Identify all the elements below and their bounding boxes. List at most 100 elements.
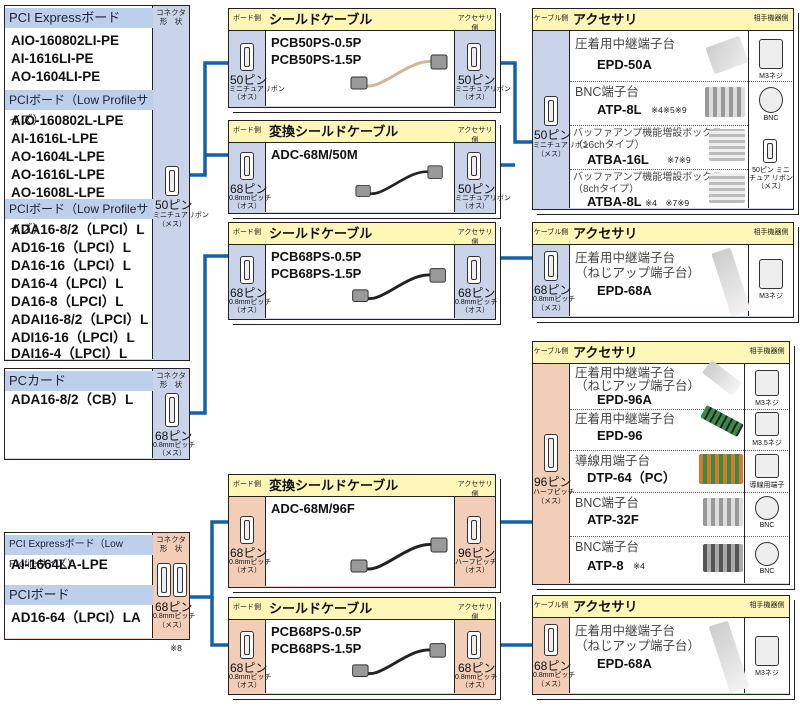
- accessory-header: [533, 223, 793, 245]
- pin-gender: （メス）: [158, 450, 186, 457]
- accessory-model: EPD-96: [597, 428, 643, 443]
- accessory-type: 圧着用中継端子台: [575, 251, 676, 265]
- pin-gender: （メス）: [537, 681, 565, 688]
- acc-side-label: アクセサリ側: [457, 127, 493, 144]
- m3-screw-icon: [759, 259, 783, 289]
- accessory-model: ATP-8: [587, 558, 624, 573]
- accessory-title: アクセサリ: [573, 226, 638, 241]
- divider: [570, 81, 792, 82]
- cable-model: ADC-68M/50M: [271, 147, 358, 162]
- board-group-pccard: PCカード コネクタ形 状 ADA16-8/2（CB）L 68ピン 0.8mmピ…: [4, 368, 195, 460]
- section-pci-lp: PCIボード（Low Profileサイズ）: [5, 90, 153, 127]
- connector-icon: [240, 43, 254, 71]
- board-item: AO-1608L-LPE: [11, 185, 105, 200]
- board-item: DA16-8（LPCI）L: [11, 294, 124, 309]
- acc-side-label: アクセサリ側: [457, 229, 493, 246]
- board-item: AIO-160802L-LPE: [11, 113, 124, 128]
- pin-type: ミニチュアリボン: [153, 212, 209, 219]
- section-pcie-lp: PCI Expressボード（Low Profileサイズ）: [5, 535, 153, 570]
- cable-side-label: ケーブル側: [533, 348, 569, 355]
- accessory-type: BNC端子台: [575, 540, 639, 554]
- mate-side-label: 相手機器側: [753, 229, 789, 236]
- accessory-note: ※7※9: [667, 155, 691, 165]
- cable-side-label: ケーブル側: [533, 15, 569, 22]
- cable-title: シールドケーブル: [269, 226, 373, 241]
- connector-icon: [763, 139, 777, 163]
- pin-type: ミニチュアリボン: [455, 86, 511, 93]
- bnc-icon: [755, 542, 779, 566]
- cable-group: ボード側 シールドケーブル アクセサリ側 68ピン 0.8mmピッチ （オス） …: [228, 222, 498, 320]
- cable-header: [229, 9, 495, 31]
- section-pci: PCIボード: [5, 585, 153, 605]
- acc-side-label: アクセサリ側: [457, 481, 493, 498]
- accessory-note: ※4 ※7※9: [645, 198, 690, 208]
- board-item: AI-1616LI-PE: [11, 51, 94, 66]
- pin-type: 0.8mmピッチ: [533, 296, 576, 303]
- wire-terminal-icon: [755, 454, 779, 478]
- bnc-block-image: [705, 87, 745, 117]
- board-item: ADA16-8/2（CB）L: [11, 392, 134, 407]
- pin-count: 68ピン: [458, 661, 496, 675]
- acc-side-label: アクセサリ側: [457, 15, 493, 32]
- pin-type: ミニチュアリボン: [455, 195, 511, 202]
- cable-model: PCB68PS-0.5P: [271, 249, 362, 264]
- pin-type: 0.8mmピッチ: [455, 299, 498, 306]
- pin-count: 68ピン: [458, 286, 496, 300]
- board-item: AD16-16（LPCI）L: [11, 240, 132, 255]
- pin-gender: （メス）: [537, 151, 565, 158]
- pin-count: 68ピン: [155, 600, 193, 614]
- pin-type: 0.8mmピッチ: [229, 559, 272, 566]
- pin-count: 96ピン: [458, 546, 496, 560]
- board-item: DA16-4（LPCI）L: [11, 276, 124, 291]
- pin-count: 68ピン: [534, 283, 572, 297]
- divider: [570, 536, 788, 537]
- pin-type: 0.8mmピッチ: [455, 674, 498, 681]
- bnc-block-image: [703, 498, 743, 526]
- board-item: DA16-16（LPCI）L: [11, 258, 132, 273]
- accessory-type: BNC端子台: [575, 85, 639, 99]
- cable-header: [229, 121, 495, 143]
- accessory-type: 圧着用中継端子台: [575, 37, 676, 51]
- board-side-label: ボード側: [233, 15, 261, 22]
- pin-gender: （オス）: [233, 203, 261, 210]
- board-item: AI-1616L-LPE: [11, 131, 99, 146]
- divider: [570, 409, 788, 410]
- accessory-model: EPD-96A: [597, 392, 652, 407]
- accessory-header: [533, 9, 793, 31]
- pin-gender: （オス）: [233, 567, 261, 574]
- pin-type: 0.8mmピッチ: [229, 674, 272, 681]
- mate-label: M3ネジ: [755, 670, 779, 677]
- divider: [570, 125, 748, 126]
- connector-icon: [467, 516, 481, 544]
- pin-count: 68ピン: [230, 546, 268, 560]
- connector-icon: [165, 166, 179, 196]
- pin-gender: （メス）: [537, 305, 565, 312]
- cable-illustration: [355, 165, 443, 197]
- footnote: ※8: [170, 643, 182, 653]
- mate-side-label: 相手機器側: [749, 602, 785, 609]
- pin-gender: （オス）: [461, 307, 489, 314]
- mate-label: M3ネジ: [755, 400, 779, 407]
- cable-side-label: ケーブル側: [533, 602, 569, 609]
- cable-header: [229, 223, 495, 245]
- pin-gender: （オス）: [461, 203, 489, 210]
- connector-icon: [240, 516, 254, 544]
- pin-gender: （オス）: [233, 307, 261, 314]
- acc-side-label: アクセサリ側: [457, 604, 493, 621]
- cable-header: [229, 598, 495, 620]
- cable-header: [229, 475, 495, 497]
- pin-count: 68ピン: [155, 429, 193, 443]
- pin-count: 50ピン: [534, 128, 572, 142]
- accessory-note: ※4: [633, 561, 645, 571]
- accessory-model: ATP-32F: [587, 512, 639, 527]
- accessory-model: EPD-68A: [597, 283, 652, 298]
- cable-illustration: [350, 537, 448, 573]
- divider: [570, 450, 788, 451]
- accessory-model: DTP-64（PC）: [587, 470, 676, 485]
- mate-label: BNC: [763, 115, 779, 122]
- cable-group: ボード側 変換シールドケーブル アクセサリ側 68ピン 0.8mmピッチ （オス…: [228, 474, 497, 588]
- mate-label: BNC: [759, 522, 775, 529]
- cable-model: ADC-68M/96F: [271, 501, 355, 516]
- pin-type: 0.8mmピッチ: [229, 195, 272, 202]
